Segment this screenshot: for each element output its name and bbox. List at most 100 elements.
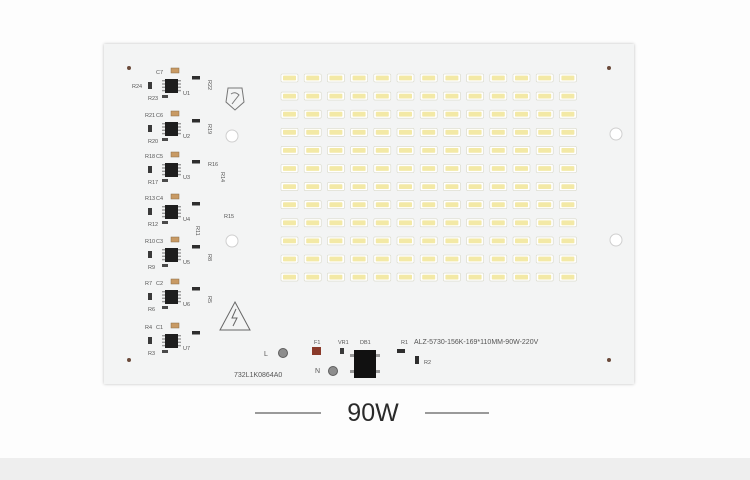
led-chip [443, 254, 461, 264]
resistor [192, 331, 200, 335]
led-chip [280, 236, 299, 246]
component-label: R17 [148, 180, 158, 186]
resistor [148, 125, 152, 132]
component-label: R23 [148, 96, 158, 102]
led-chip [373, 236, 392, 246]
led-chip [327, 128, 345, 137]
led-chip [559, 146, 577, 155]
capacitor [170, 193, 180, 200]
led-chip [466, 200, 484, 209]
mounting-hole [609, 127, 623, 141]
ic-label: U2 [183, 134, 190, 140]
led-chip [327, 236, 345, 246]
led-chip [350, 182, 368, 191]
led-chip [535, 146, 554, 155]
led-chip [327, 164, 345, 173]
led-chip [443, 146, 461, 155]
component-label: C7 [156, 70, 163, 76]
component-label: R10 [145, 239, 155, 245]
component-label: R3 [148, 351, 155, 357]
led-chip [327, 91, 345, 101]
led-chip [419, 73, 438, 83]
component-label: R19 [206, 124, 212, 134]
resistor [192, 287, 200, 291]
caption-divider-right [425, 412, 489, 414]
led-chip [396, 128, 415, 137]
led-chip [373, 91, 392, 101]
led-chip [350, 164, 368, 173]
led-chip [303, 109, 322, 119]
resistor [162, 179, 168, 182]
resistor [148, 293, 152, 300]
led-chip [512, 182, 531, 191]
led-chip [419, 128, 438, 137]
led-chip [443, 91, 461, 101]
mounting-hole [225, 129, 239, 143]
wattage-caption: 90W [347, 399, 399, 427]
led-chip [489, 218, 508, 228]
led-chip [559, 182, 577, 191]
ic-label: U3 [183, 175, 190, 181]
led-chip [535, 164, 554, 173]
led-chip [512, 200, 531, 209]
led-chip [396, 200, 415, 209]
led-chip [373, 109, 392, 119]
led-chip [559, 218, 577, 228]
led-chip [489, 146, 508, 155]
ic-label: U6 [183, 302, 190, 308]
resistor [162, 306, 168, 309]
led-chip [419, 218, 438, 228]
led-chip [303, 272, 322, 282]
component-label: R4 [145, 325, 152, 331]
led-chip [350, 146, 368, 155]
led-chip [280, 182, 299, 191]
resistor [148, 251, 152, 258]
led-chip [327, 254, 345, 264]
led-chip [303, 182, 322, 191]
warning-triangle [219, 300, 251, 331]
driver-ic [162, 334, 181, 348]
led-chip [535, 128, 554, 137]
led-chip [350, 128, 368, 137]
led-chip [303, 73, 322, 83]
mount-dot [607, 66, 611, 70]
led-chip [489, 128, 508, 137]
led-array [280, 73, 577, 282]
led-chip [535, 73, 554, 83]
led-chip [327, 218, 345, 228]
led-chip [512, 73, 531, 83]
led-chip [419, 182, 438, 191]
live-wire-pad [278, 348, 288, 358]
led-chip [466, 128, 484, 137]
led-chip [535, 109, 554, 119]
led-chip [559, 164, 577, 173]
led-chip [373, 218, 392, 228]
led-chip [489, 254, 508, 264]
led-chip [535, 200, 554, 209]
led-chip [327, 146, 345, 155]
led-chip [280, 164, 299, 173]
led-chip [419, 146, 438, 155]
led-chip [396, 218, 415, 228]
brand-logo [225, 87, 245, 111]
led-chip [327, 109, 345, 119]
component-label: R5 [206, 296, 212, 303]
led-chip [466, 73, 484, 83]
led-chip [373, 73, 392, 83]
led-chip [396, 146, 415, 155]
led-chip [419, 109, 438, 119]
bridge-rectifier [350, 350, 380, 378]
driver-ic [162, 248, 181, 262]
led-chip [419, 164, 438, 173]
driver-ic [162, 122, 181, 136]
led-chip [512, 146, 531, 155]
led-chip [443, 200, 461, 209]
capacitor [170, 236, 180, 243]
led-chip [327, 200, 345, 209]
resistor [162, 138, 168, 141]
led-chip [443, 272, 461, 282]
led-chip [303, 200, 322, 209]
component-label: R13 [145, 196, 155, 202]
